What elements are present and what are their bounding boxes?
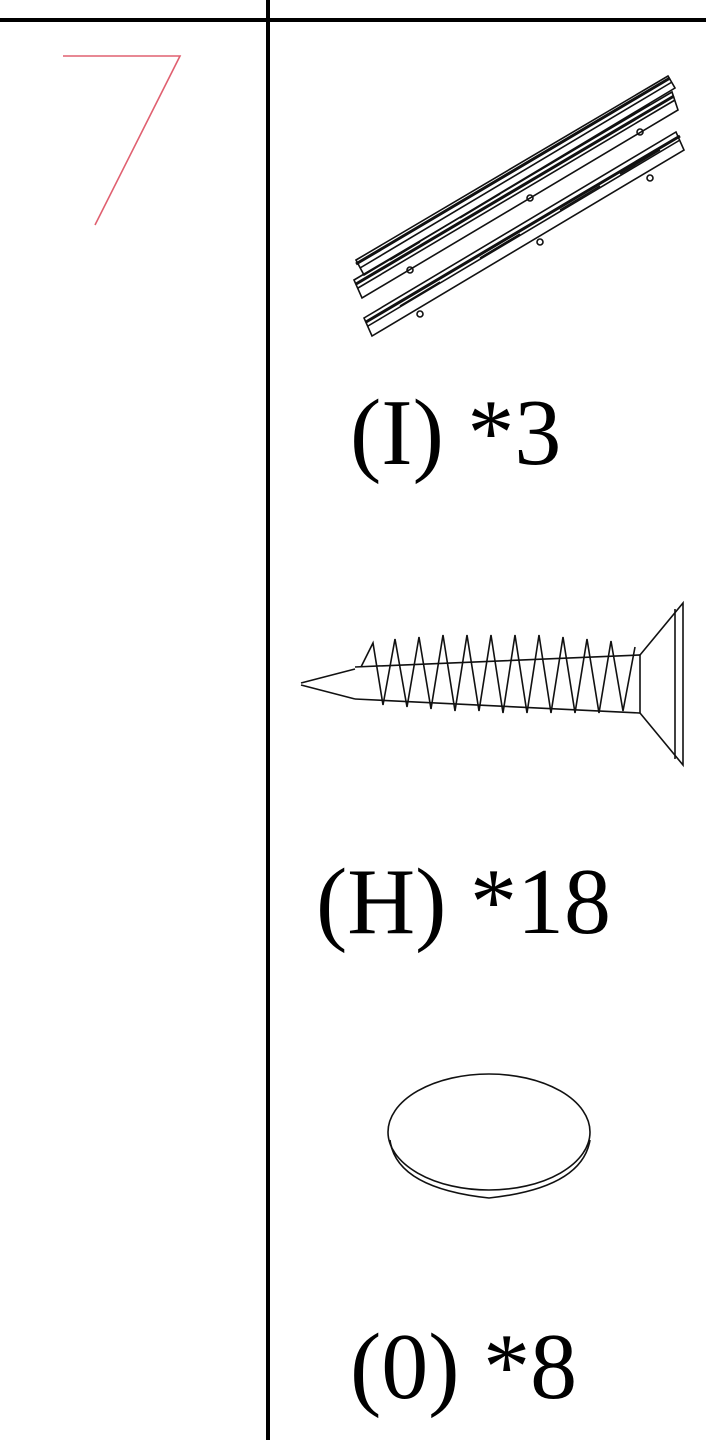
screw-cap-icon xyxy=(387,1073,591,1199)
part-label-0: (0) *8 xyxy=(350,1315,578,1419)
step-number: 7 xyxy=(63,55,182,226)
part-label-h: (H) *18 xyxy=(316,850,611,954)
screw-icon xyxy=(300,600,684,768)
drawer-slide-icon xyxy=(352,74,686,338)
table-top-rule xyxy=(0,18,706,22)
part-label-i: (I) *3 xyxy=(350,381,562,485)
table-column-divider xyxy=(266,0,270,1440)
